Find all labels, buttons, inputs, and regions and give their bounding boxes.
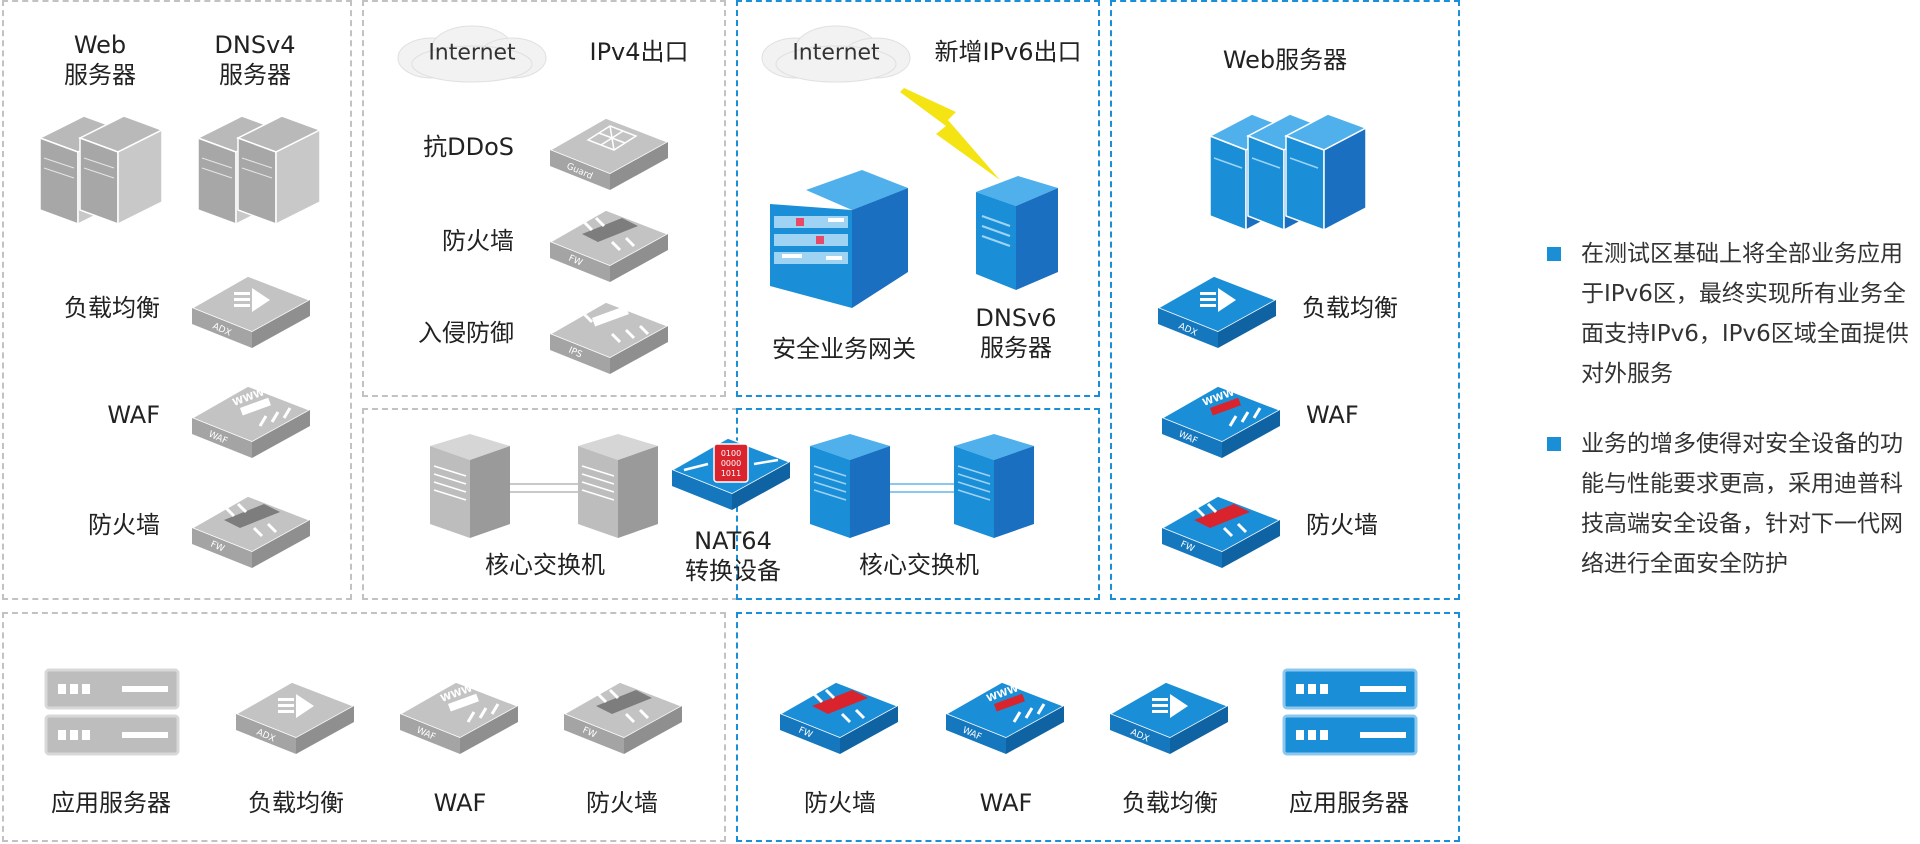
- nat64-device-icon: 0100 0000 1011: [670, 430, 792, 512]
- nat-code-2: 0000: [721, 459, 741, 468]
- security-gateway-chassis-icon: [766, 168, 912, 314]
- bottom-left-adx-icon: ADX: [234, 674, 356, 756]
- bullet-square-icon: [1547, 247, 1561, 261]
- ips-icon: IPS: [548, 294, 670, 376]
- core-switch-links-icon: [420, 428, 1040, 540]
- bottom-left-waf-label: WAF: [433, 789, 487, 817]
- ipv4-fw-label: 防火墙: [442, 227, 514, 255]
- nat-code-1: 0100: [721, 449, 741, 458]
- dnsv4-label-line1: DNSv4: [214, 31, 296, 59]
- bottom-left-app-label: 应用服务器: [51, 789, 171, 817]
- bottom-right-waf-label: WAF: [979, 789, 1033, 817]
- internet-label-ipv4: Internet: [428, 40, 516, 66]
- zone-ipv6-exit: [736, 0, 1100, 397]
- right-adx-load-balancer-icon: ADX: [1156, 268, 1278, 350]
- zone-right-ipv6-services: [1110, 0, 1460, 600]
- internet-cloud-ipv6: Internet: [756, 20, 916, 86]
- bottom-right-adx-icon: ADX: [1108, 674, 1230, 756]
- bottom-left-waf-icon: WWW WAF: [398, 674, 520, 756]
- core-switch-ipv4-left-icon: [428, 432, 512, 540]
- ipv4-exit-label: IPv4出口: [589, 38, 689, 66]
- core-switch-ipv4-right-icon: [576, 432, 660, 540]
- nat64-label-line1: NAT64: [694, 527, 772, 555]
- zone-ipv4-exit: [362, 0, 726, 397]
- left-waf-label: WAF: [107, 401, 160, 429]
- security-gateway-label: 安全业务网关: [772, 335, 916, 363]
- lightning-icon: [900, 84, 1004, 184]
- dnsv6-server-label: DNSv6 服务器: [966, 303, 1066, 363]
- internet-label-ipv6: Internet: [792, 40, 880, 66]
- bottom-left-lb-label: 负载均衡: [248, 789, 344, 817]
- dnsv6-label-line1: DNSv6: [975, 304, 1057, 332]
- nat-code-3: 1011: [721, 469, 741, 478]
- core-switch-ipv6-right-icon: [952, 432, 1036, 540]
- right-waf-icon: WWW WAF: [1160, 378, 1282, 460]
- ipv4-firewall-icon: FW: [548, 202, 670, 284]
- right-lb-label: 负载均衡: [1302, 294, 1398, 322]
- core-switch-ipv6-left-icon: [808, 432, 892, 540]
- left-waf-icon: WWW WAF: [190, 378, 312, 460]
- note-item: 业务的增多使得对安全设备的功能与性能要求更高，采用迪普科技高端安全设备，针对下一…: [1545, 424, 1920, 584]
- bottom-right-firewall-icon: FW: [778, 674, 900, 756]
- bottom-right-app-label: 应用服务器: [1289, 789, 1409, 817]
- right-waf-label: WAF: [1306, 401, 1359, 429]
- internet-cloud-ipv4: Internet: [392, 20, 552, 86]
- notes-panel: 在测试区基础上将全部业务应用于IPv6区，最终实现所有业务全面支持IPv6，IP…: [1545, 234, 1920, 614]
- left-adx-load-balancer-icon: ADX: [190, 268, 312, 350]
- note-item: 在测试区基础上将全部业务应用于IPv6区，最终实现所有业务全面支持IPv6，IP…: [1545, 234, 1920, 394]
- cloud-icon: [761, 25, 911, 83]
- note-text: 业务的增多使得对安全设备的功能与性能要求更高，采用迪普科技高端安全设备，针对下一…: [1581, 431, 1903, 577]
- bottom-left-firewall-icon: FW: [562, 674, 684, 756]
- zone-left-services: [2, 0, 352, 600]
- bottom-right-waf-icon: WWW WAF: [944, 674, 1066, 756]
- right-web-server-label: Web服务器: [1222, 46, 1348, 74]
- bottom-right-lb-label: 负载均衡: [1122, 789, 1218, 817]
- bottom-right-app-server-icon: [1282, 668, 1418, 756]
- web-server-label-line1: Web: [73, 31, 127, 59]
- note-text: 在测试区基础上将全部业务应用于IPv6区，最终实现所有业务全面支持IPv6，IP…: [1581, 241, 1909, 387]
- dnsv4-label-line2: 服务器: [219, 61, 291, 89]
- bottom-right-fw-label: 防火墙: [804, 789, 876, 817]
- dnsv6-label-line2: 服务器: [980, 334, 1052, 362]
- left-firewall-icon: FW: [190, 488, 312, 570]
- zone-bottom-right: [736, 612, 1460, 842]
- cloud-icon: [397, 25, 547, 83]
- core-switch-ipv6-label: 核心交换机: [859, 551, 979, 579]
- dnsv6-server-icon: [974, 174, 1060, 292]
- left-lb-label: 负载均衡: [64, 294, 160, 322]
- ipv6-web-server-rack-icon: [1206, 106, 1370, 234]
- dnsv4-server-rack-icon: [194, 108, 324, 228]
- nat64-label: NAT64 转换设备: [678, 526, 788, 586]
- anti-ddos-guard-icon: Guard: [548, 110, 670, 192]
- zone-bottom-left: [2, 612, 726, 842]
- right-firewall-icon: FW: [1160, 488, 1282, 570]
- ipv6-exit-label: 新增IPv6出口: [934, 38, 1082, 66]
- web-server-rack-icon: [36, 108, 166, 228]
- web-server-label-line2: 服务器: [64, 61, 136, 89]
- anti-ddos-label: 抗DDoS: [423, 133, 514, 161]
- left-fw-label: 防火墙: [88, 511, 160, 539]
- web-server-label: Web 服务器: [60, 30, 140, 90]
- right-fw-label: 防火墙: [1306, 511, 1378, 539]
- bottom-left-app-server-icon: [44, 668, 180, 756]
- dnsv4-server-label: DNSv4 服务器: [205, 30, 305, 90]
- nat64-label-line2: 转换设备: [685, 557, 781, 585]
- ips-label: 入侵防御: [418, 319, 514, 347]
- bottom-left-fw-label: 防火墙: [586, 789, 658, 817]
- core-switch-ipv4-label: 核心交换机: [485, 551, 605, 579]
- bullet-square-icon: [1547, 437, 1561, 451]
